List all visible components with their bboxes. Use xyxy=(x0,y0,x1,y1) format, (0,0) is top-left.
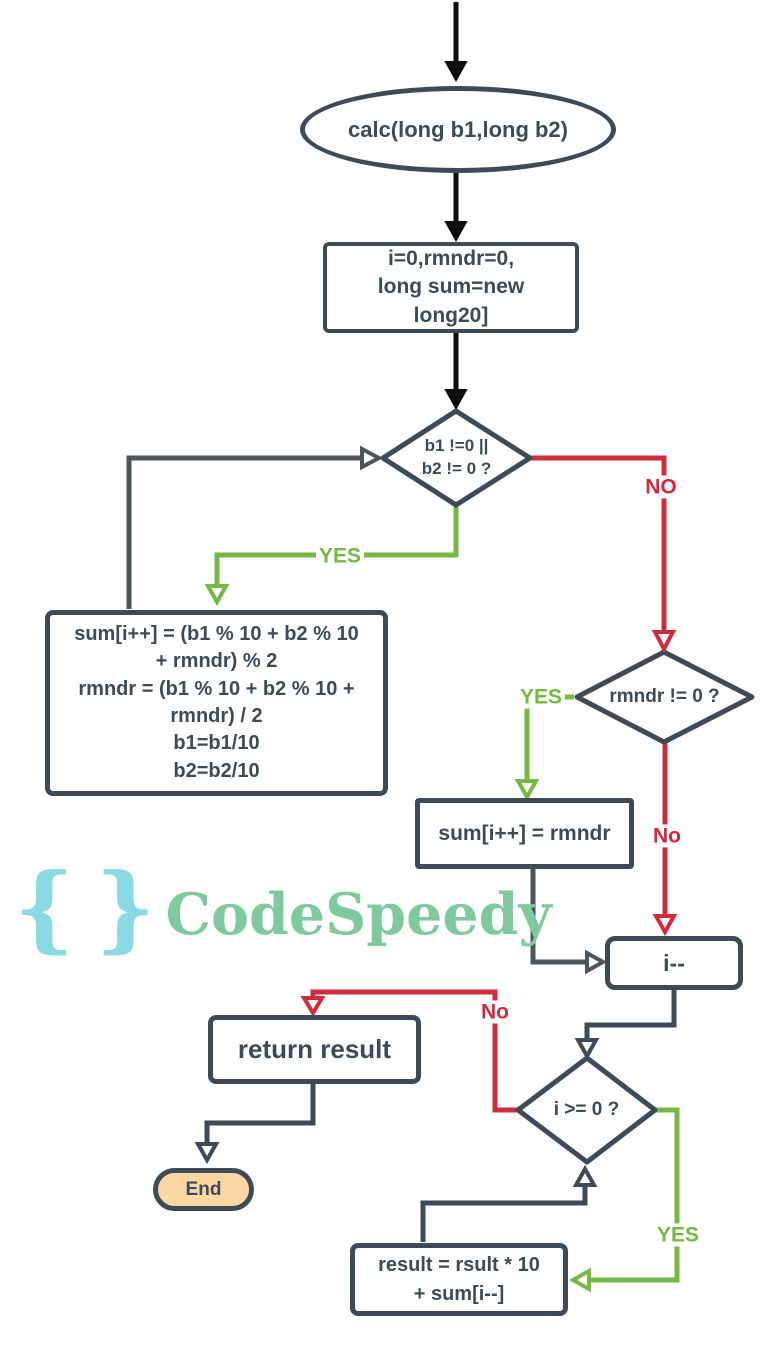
edge-cond3-no xyxy=(310,989,517,1113)
return-label: return result xyxy=(237,1034,392,1064)
arrowhead-into-end xyxy=(194,1142,220,1165)
codespeedy-logo: { } CodeSpeedy xyxy=(14,856,552,960)
process-line: rmndr) / 2 xyxy=(170,705,263,727)
diamond-cond2 xyxy=(574,649,755,745)
edge-label-no2: No xyxy=(650,824,684,848)
arrowhead-into-init xyxy=(444,221,468,243)
process-line: b1=b1/10 xyxy=(173,732,260,755)
cond2-label: rmndr != 0 ? xyxy=(577,652,752,742)
arrowhead-into-cond1 xyxy=(444,389,468,411)
build-result-node: result = rsult * 10 + sum[i--] xyxy=(350,1243,568,1316)
store-rmndr-label: sum[i++] = rmndr xyxy=(438,821,611,845)
process-line: + rmndr) % 2 xyxy=(155,650,278,673)
edge-label-no3: No xyxy=(478,1000,512,1024)
cond1-line: b1 !=0 || xyxy=(424,436,489,456)
store-rmndr-node: sum[i++] = rmndr xyxy=(415,798,634,869)
edge-return-to-end xyxy=(204,1084,316,1145)
init-line: long sum=new xyxy=(377,275,525,299)
process-node: sum[i++] = (b1 % 10 + b2 % 10 + rmndr) %… xyxy=(45,610,388,796)
edge-loopback-to-cond1 xyxy=(126,455,362,609)
end-label: End xyxy=(185,1178,222,1200)
arrowhead-no2 xyxy=(652,914,678,937)
braces-icon: { } xyxy=(14,853,156,963)
edge-cond2-yes xyxy=(524,694,574,781)
edge-decrement-to-cond3 xyxy=(584,990,677,1041)
edge-store-to-decrement xyxy=(530,869,587,965)
end-node: End xyxy=(153,1168,254,1211)
edge-cond1-no xyxy=(531,455,667,633)
cond1-label: b1 !=0 || b2 != 0 ? xyxy=(383,411,530,505)
arrowhead-no3 xyxy=(300,996,326,1017)
decrement-label: i-- xyxy=(663,949,685,976)
edge-cond3-yes xyxy=(589,1107,680,1283)
arrowhead-into-cond3-bottom xyxy=(572,1164,598,1187)
process-line: b2=b2/10 xyxy=(173,759,260,782)
build-result-line: result = rsult * 10 xyxy=(378,1253,540,1276)
logo-brand-text: CodeSpeedy xyxy=(165,881,552,948)
arrowhead-yes2 xyxy=(514,779,540,802)
cond1-line: b2 != 0 ? xyxy=(421,459,492,478)
init-line: i=0,rmndr=0, xyxy=(387,246,515,270)
decrement-node: i-- xyxy=(605,936,743,990)
arrowhead-into-cond3-top xyxy=(574,1038,600,1061)
edge-label-yes3: YES xyxy=(653,1223,703,1247)
arrowhead-into-decrement xyxy=(585,949,608,975)
start-label: calc(long b1,long b2) xyxy=(347,116,568,142)
return-node: return result xyxy=(208,1015,421,1084)
process-line: rmndr = (b1 % 10 + b2 % 10 + xyxy=(78,677,355,700)
edge-result-to-cond3 xyxy=(420,1185,588,1242)
arrowhead-loopback xyxy=(360,445,384,471)
cond3-label: i >= 0 ? xyxy=(518,1058,655,1162)
arrowhead-start xyxy=(444,61,468,83)
arrowhead-yes1 xyxy=(204,584,230,607)
edge-label-no1: NO xyxy=(642,475,680,499)
diamond-cond3 xyxy=(515,1055,658,1165)
build-result-line: + sum[i--] xyxy=(413,1282,505,1305)
start-node: calc(long b1,long b2) xyxy=(300,86,616,173)
cond2-line: rmndr != 0 ? xyxy=(609,686,720,707)
edge-label-yes2: YES xyxy=(516,685,566,709)
edge-label-yes1: YES xyxy=(315,544,365,568)
init-line: long20] xyxy=(413,303,489,327)
arrowhead-yes3 xyxy=(568,1267,591,1293)
diamond-cond1 xyxy=(380,408,533,508)
cond3-line: i >= 0 ? xyxy=(553,1099,620,1120)
init-node: i=0,rmndr=0, long sum=new long20] xyxy=(323,242,579,333)
arrowhead-no1 xyxy=(651,630,677,654)
process-line: sum[i++] = (b1 % 10 + b2 % 10 xyxy=(74,622,359,645)
